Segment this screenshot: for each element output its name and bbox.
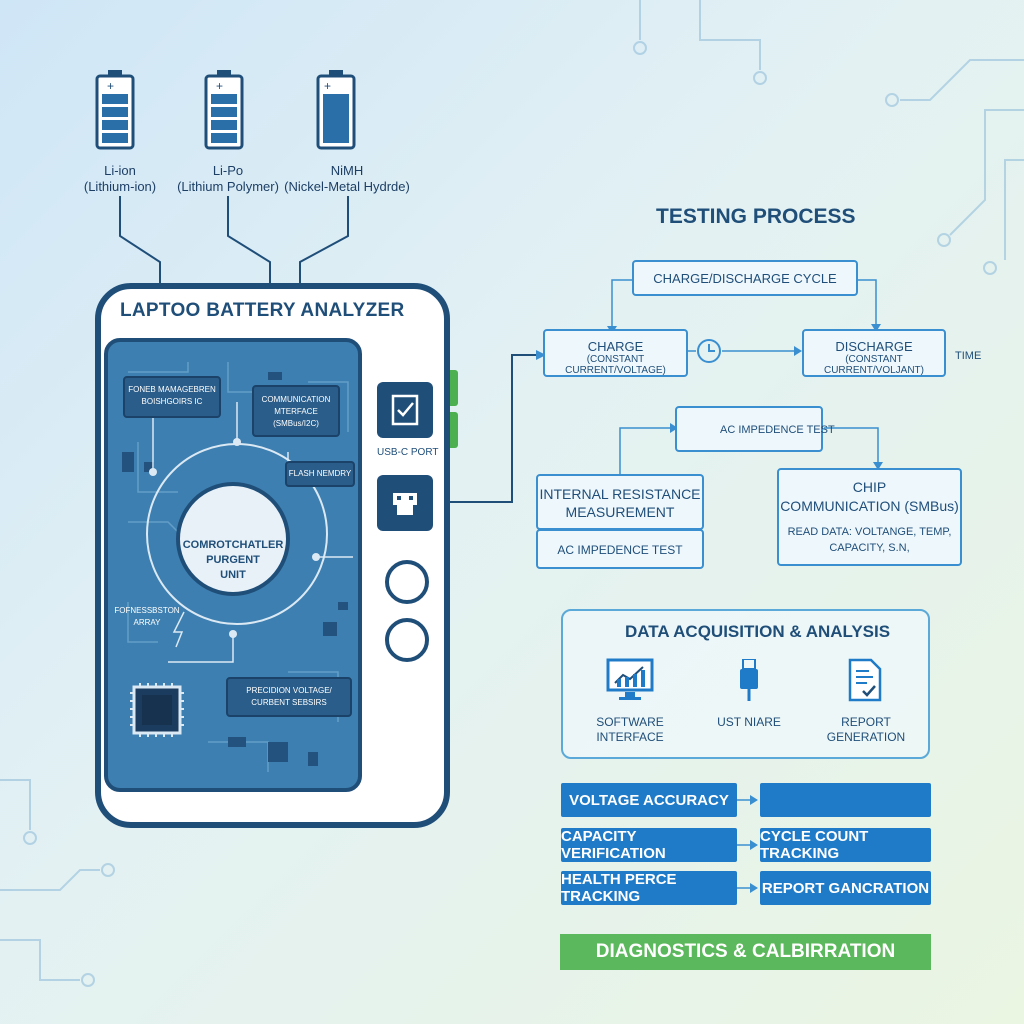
report-generation-button: REPORT GANCRATION [760, 871, 931, 905]
charge-box: CHARGE (CONSTANT CURRENT/VOLTAGE) [543, 329, 688, 377]
resistor-array-label: FOFNESSBSTON ARRAY [114, 606, 180, 627]
diagnostics-calibration-bar: DIAGNOSTICS & CALBIRRATION [560, 934, 931, 970]
ac-impedance-label: AC IMPEDENCE TEST [720, 424, 835, 436]
charge-discharge-cycle-box: CHARGE/DISCHARGE CYCLE [632, 260, 858, 296]
communication-label: COMMUNICATION MTERFACE (SMBus/I2C) [261, 395, 331, 428]
svg-text:+: + [107, 79, 114, 93]
battery-label-liion: Li-ion (Lithium-ion) [45, 163, 195, 195]
ac-impedance-box [675, 406, 823, 452]
power-management-label: FONEB MAMAGEBREN BOISHGOIRS IC [128, 385, 216, 406]
battery-type: NiMH [330, 163, 364, 178]
device-title: LAPTOO BATTERY ANALYZER [120, 300, 405, 321]
battery-full-name: (Lithium Polymer) [177, 179, 279, 194]
chip-communication-subtitle: READ DATA: VOLTANGE, TEMP, CAPACITY, S.N… [787, 526, 952, 554]
data-acquisition-heading: DATA ACQUISITION & ANALYSIS [625, 622, 891, 641]
microcontroller-unit [176, 482, 290, 596]
discharge-title: DISCHARGE [835, 339, 913, 354]
charge-discharge-cycle-label: CHARGE/DISCHARGE CYCLE [653, 271, 837, 286]
chip-communication-title: CHIP COMMUNICATION (SMBus) [780, 479, 959, 514]
battery-type: Li-Po [212, 163, 244, 178]
cycle-count-tracking-button: CYCLE COUNT TRACKING [760, 828, 931, 862]
charge-title: CHARGE [587, 339, 644, 354]
charge-subtitle: (CONSTANT CURRENT/VOLTAGE) [565, 354, 666, 376]
battery-full-name: (Nickel-Metal Hydrde) [284, 179, 410, 194]
svg-text:+: + [324, 79, 331, 93]
usb-c-port[interactable] [377, 475, 433, 531]
side-button [450, 412, 458, 448]
battery-icon: + [204, 70, 244, 150]
time-label: TIME [955, 350, 982, 362]
power-management-chip [123, 376, 221, 418]
side-button [450, 370, 458, 406]
battery-full-name: (Lithium-ion) [83, 179, 157, 194]
battery-icon: + [316, 70, 356, 150]
flash-memory-chip [285, 461, 355, 487]
battery-type: Li-ion [104, 163, 136, 178]
communication-chip [252, 385, 340, 437]
health-tracking-button: HEALTH PERCE TRACKING [561, 871, 737, 905]
chip-communication-box: CHIP COMMUNICATION (SMBus) READ DATA: VO… [777, 468, 962, 566]
internal-resistance-title: INTERNAL RESISTANCE MEASUREMENT [539, 486, 701, 520]
battery-label-lipo: Li-Po (Lithium Polymer) [153, 163, 303, 195]
usb-hardware-label: UST NIARE [717, 715, 781, 729]
checklist-port [377, 382, 433, 438]
monitor-chart-icon [606, 658, 654, 700]
internal-resistance-sub-box: AC IMPEDENCE TEST [536, 529, 704, 569]
discharge-subtitle: (CONSTANT CURRENT/VOLJANT) [823, 354, 924, 376]
battery-icon: + [95, 70, 135, 150]
report-icon [848, 658, 882, 702]
flash-memory-label: FLASH NEMDRY [288, 469, 352, 478]
usb-c-port-label: USB-C PORT [377, 447, 439, 458]
chip-icon [130, 683, 180, 733]
usb-icon [740, 659, 758, 701]
voltage-accuracy-button: VOLTAGE ACCURACY [561, 783, 737, 817]
metric-result-bar [760, 783, 931, 817]
discharge-box: DISCHARGE (CONSTANT CURRENT/VOLJANT) [802, 329, 946, 377]
testing-process-heading: TESTING PROCESS [656, 205, 856, 228]
battery-label-nimh: NiMH (Nickel-Metal Hydrde) [272, 163, 422, 195]
software-interface-label: SOFTWARE INTERFACE [596, 715, 664, 744]
device-button-1[interactable] [385, 560, 429, 604]
report-generation-label: REPORT GENERATION [826, 715, 906, 744]
clock-icon [697, 339, 721, 363]
sensors-chip [226, 677, 352, 717]
sensors-label: PRECIDION VOLTAGE/ CURBENT SEBSIRS [246, 686, 332, 707]
internal-resistance-subtitle: AC IMPEDENCE TEST [557, 543, 683, 557]
microcontroller-label: COMROTCHATLER PURGENT UNIT [182, 539, 284, 581]
internal-resistance-box: INTERNAL RESISTANCE MEASUREMENT [536, 474, 704, 530]
device-button-2[interactable] [385, 618, 429, 662]
svg-text:+: + [216, 79, 223, 93]
capacity-verification-button: CAPACITY VERIFICATION [561, 828, 737, 862]
